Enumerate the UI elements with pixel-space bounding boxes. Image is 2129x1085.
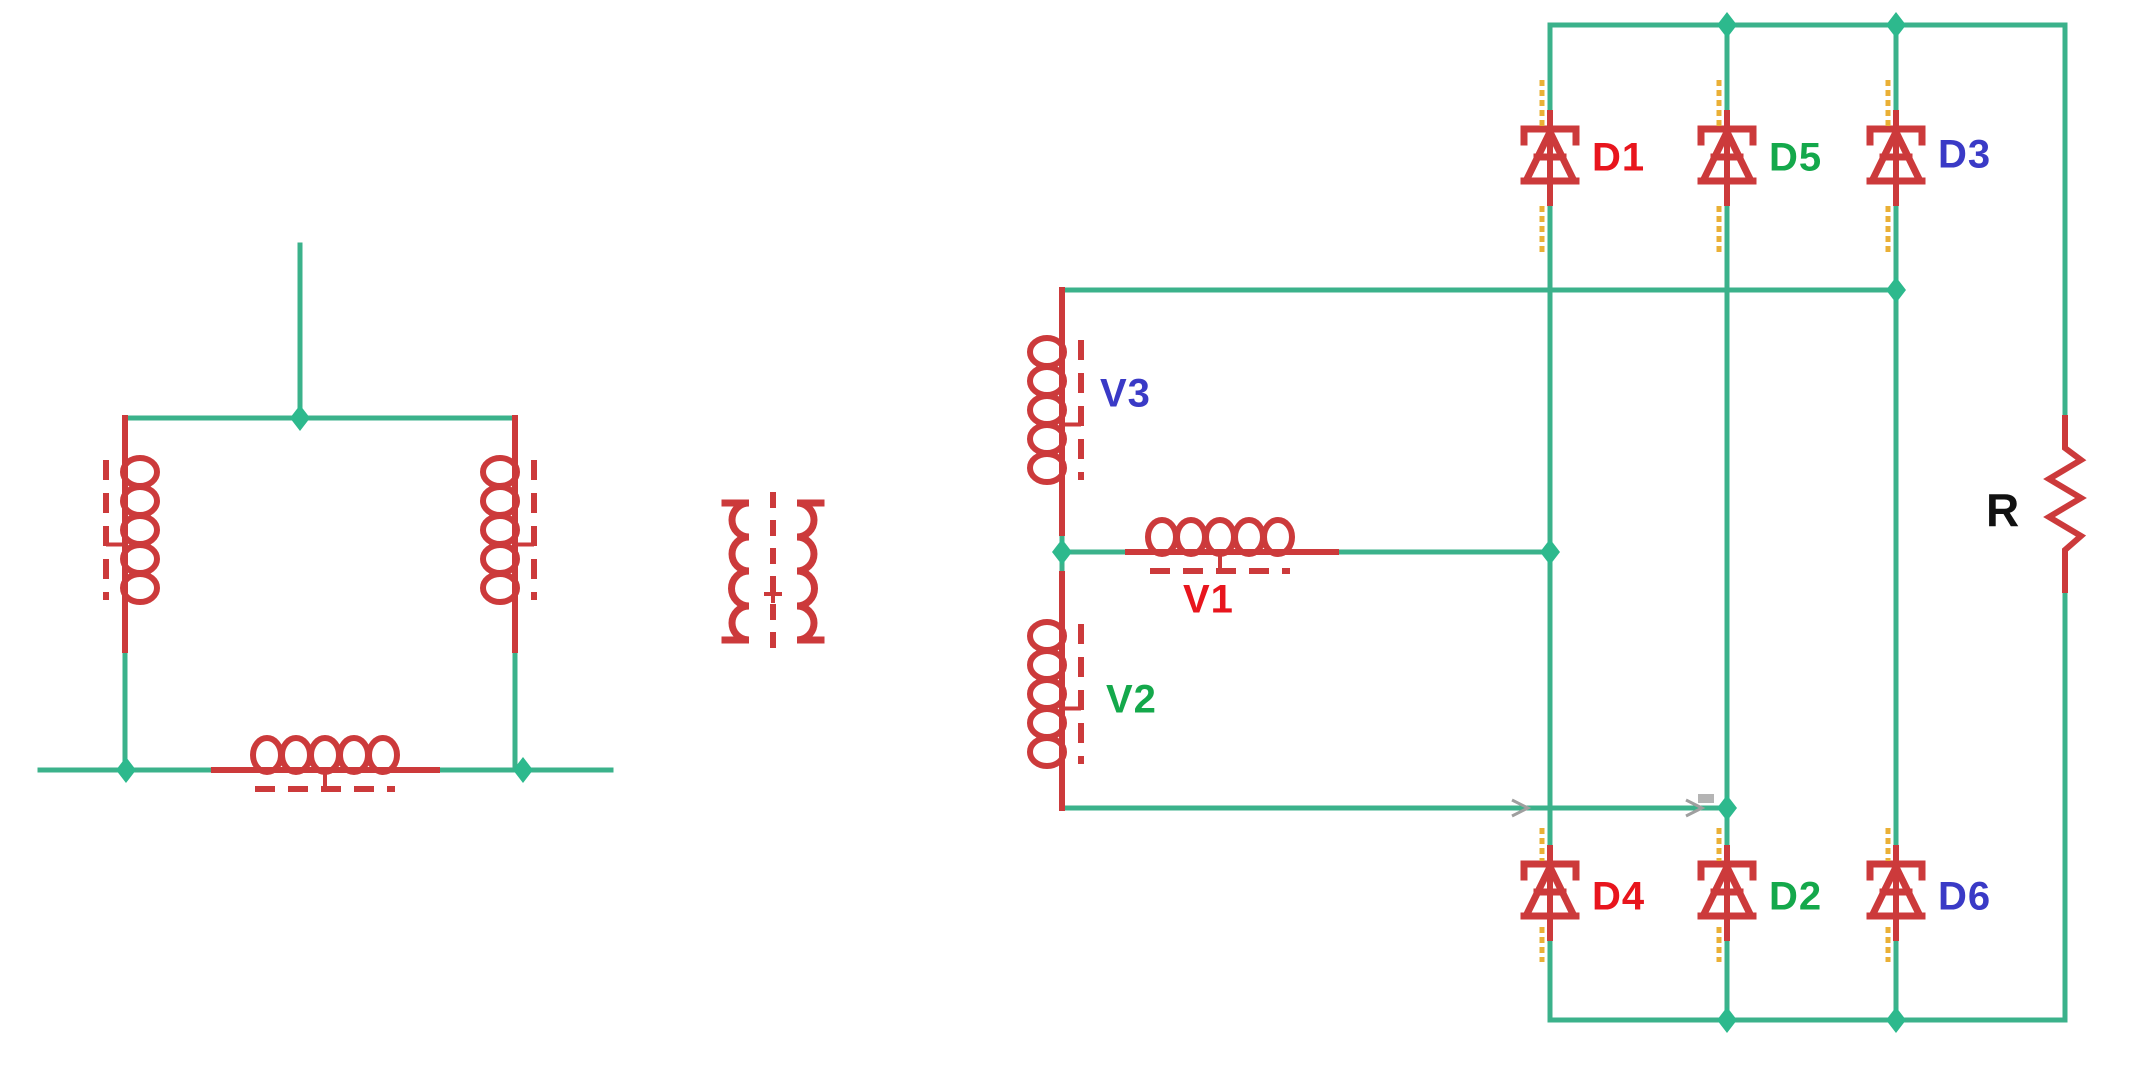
diode-label-d5: D5 [1769, 135, 1823, 180]
diamond-junction-icon [1717, 1007, 1737, 1033]
source-winding-v1 [1148, 520, 1292, 571]
load-label-r: R [1986, 484, 2021, 536]
diode-label-d1: D1 [1592, 135, 1646, 180]
diode-label-d6: D6 [1938, 874, 1992, 919]
diode-icon [1701, 848, 1753, 938]
left-winding-bank [106, 415, 534, 789]
source-winding-v2 [1030, 622, 1081, 766]
diode-icon [1701, 113, 1753, 203]
diamond-junction-icon [1052, 539, 1072, 565]
resistor-zigzag-icon [2043, 415, 2087, 593]
diamond-junction-icon [1717, 795, 1737, 821]
inductor-winding-icon [253, 738, 397, 789]
diode-icon [1870, 848, 1922, 938]
diamond-junction-icon [1717, 12, 1737, 38]
inductor-winding-icon [483, 458, 534, 602]
diode-icon [1524, 848, 1576, 938]
diamond-junction-icon [1886, 277, 1906, 303]
diode-icon [1524, 113, 1576, 203]
inductor-winding-icon [106, 458, 157, 602]
transformer-core-icon [721, 492, 825, 652]
diode-label-d2: D2 [1769, 874, 1823, 919]
diode-label-d4: D4 [1592, 874, 1646, 919]
source-label-v1: V1 [1183, 577, 1234, 622]
net-annotation-marks [1539, 80, 1891, 962]
source-label-v2: V2 [1106, 677, 1157, 722]
diamond-junction-icon [1886, 1007, 1906, 1033]
diamond-junction-icon [116, 757, 136, 783]
diamond-junction-icon [1540, 539, 1560, 565]
diamond-junction-icon [1886, 12, 1906, 38]
diamond-junction-icon [290, 405, 310, 431]
diode-icon [1870, 113, 1922, 203]
source-label-v3: V3 [1100, 371, 1151, 416]
wires [37, 22, 2068, 1023]
three-phase-source [1030, 287, 1339, 811]
source-winding-v3 [1030, 338, 1081, 482]
gray-arrow-marks [1511, 794, 1714, 818]
diode-label-d3: D3 [1938, 132, 1992, 177]
